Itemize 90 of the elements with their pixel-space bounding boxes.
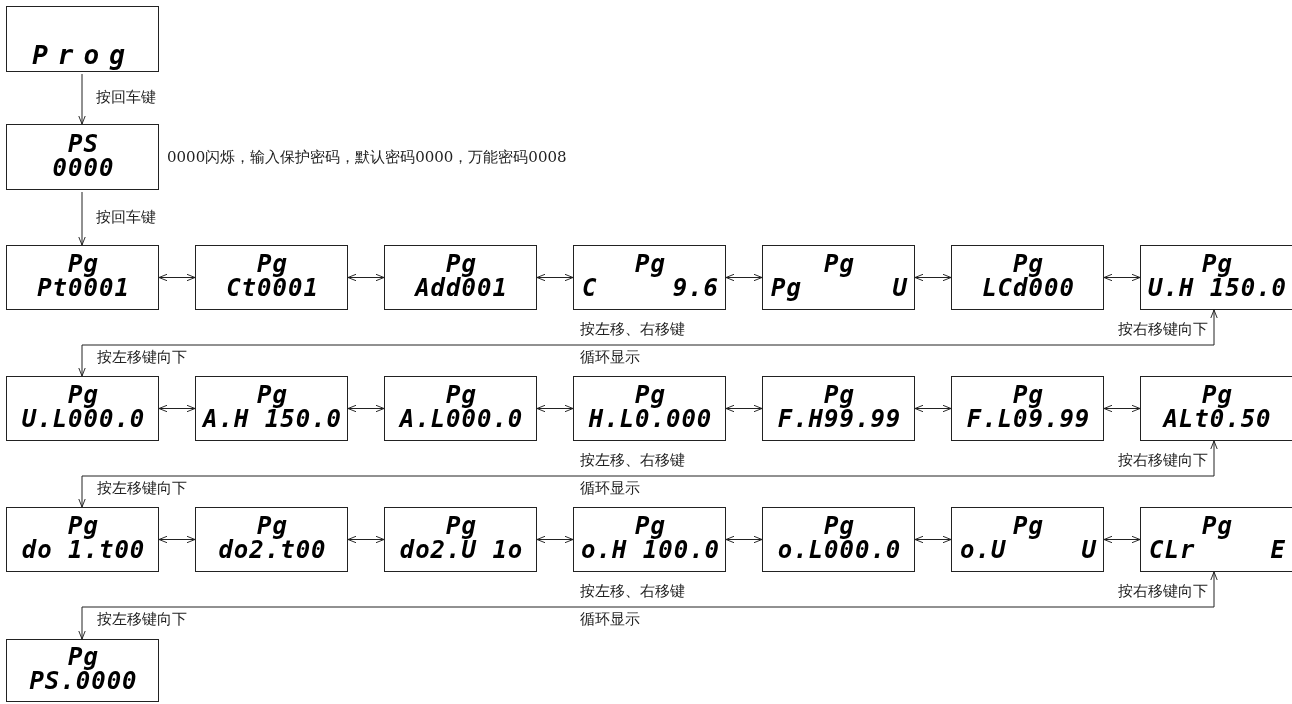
lcd-display [6,245,159,310]
display-text: Pt0001 [37,276,130,300]
display-text: Pg [635,514,666,538]
display-text: U.H 150.0 [1148,276,1288,300]
display-text: ALt0.50 [1163,407,1272,431]
display-text: Pg [257,514,288,538]
lcd-display [6,124,159,190]
display-text: Pg [1013,514,1044,538]
instruction-text: 按左移键向下 [97,348,187,366]
lcd-display [6,507,159,572]
display-text: Pg [1013,252,1044,276]
lcd-display [573,507,726,572]
display-text: H.L0.000 [588,407,713,431]
display-text: o.U [960,538,1007,562]
lcd-display [951,245,1104,310]
display-text: LCd000 [982,276,1075,300]
lcd-display [762,376,915,441]
display-text: 9.6 [672,276,719,300]
display-text: Pg [68,645,99,669]
display-text: Pg [824,252,855,276]
display-text: Pg [257,383,288,407]
display-text: Pg [446,514,477,538]
display-text: 0000 [52,155,115,180]
instruction-text: 按右移键向下 [1118,451,1208,469]
display-text: U.L000.0 [21,407,146,431]
instruction-text: 按左移、右移键 [579,320,685,338]
lcd-display [6,376,159,441]
display-text: Add001 [415,276,508,300]
display-text: o.L000.0 [777,538,902,562]
edge-label: 按回车键 [96,88,156,106]
lcd-display [384,245,537,310]
display-text: do2.t00 [218,538,327,562]
lcd-display [951,376,1104,441]
display-text: Pg [635,383,666,407]
lcd-display [195,245,348,310]
instruction-text: 循环显示 [580,479,640,497]
lcd-display [1140,376,1292,441]
display-text: Pg [1202,383,1233,407]
instruction-text: 按左移键向下 [97,610,187,628]
lcd-display [762,245,915,310]
display-text: Pg [635,252,666,276]
lcd-display [573,245,726,310]
display-text: CLr [1149,538,1196,562]
display-text: Pg [68,252,99,276]
display-text: Pg [771,276,802,300]
display-text: Pg [257,252,288,276]
display-text: Pg [446,252,477,276]
instruction-text: 循环显示 [580,348,640,366]
display-text: do 1.t00 [21,538,146,562]
note-text: 0000闪烁，输入保护密码，默认密码0000，万能密码0008 [167,148,567,166]
lcd-display [195,376,348,441]
lcd-display [384,507,537,572]
instruction-text: 按左移键向下 [97,479,187,497]
display-text: Pg [1202,252,1233,276]
display-text: Pg [824,383,855,407]
lcd-display [762,507,915,572]
display-text: Pg [68,383,99,407]
display-text: Pg [1202,514,1233,538]
lcd-display [384,376,537,441]
display-text: do2.U 1o [399,538,524,562]
display-text: E [1270,538,1286,562]
lcd-display [951,507,1104,572]
display-text: A.L000.0 [399,407,524,431]
lcd-display [1140,507,1292,572]
display-text: A.H 150.0 [203,407,343,431]
display-text: F.L09.99 [966,407,1091,431]
lcd-display [195,507,348,572]
lcd-display [1140,245,1292,310]
display-text: U [1081,538,1097,562]
display-text: PS.0000 [29,669,138,693]
instruction-text: 循环显示 [580,610,640,628]
instruction-text: 按右移键向下 [1118,320,1208,338]
display-text: Pg [1013,383,1044,407]
lcd-display [6,639,159,702]
display-text: C [582,276,598,300]
display-text: o.H 100.0 [581,538,721,562]
display-text: Pg [824,514,855,538]
display-text: PS [68,131,99,156]
display-text: Pg [446,383,477,407]
display-text: Pg [68,514,99,538]
instruction-text: 按右移键向下 [1118,582,1208,600]
display-text: F.H99.99 [777,407,902,431]
display-text: U [892,276,908,300]
display-text: Prog [32,42,135,68]
instruction-text: 按左移、右移键 [579,582,685,600]
lcd-display [6,6,159,72]
edge-label: 按回车键 [96,207,156,226]
lcd-display [573,376,726,441]
display-text: Ct0001 [226,276,319,300]
instruction-text: 按左移、右移键 [579,451,685,469]
